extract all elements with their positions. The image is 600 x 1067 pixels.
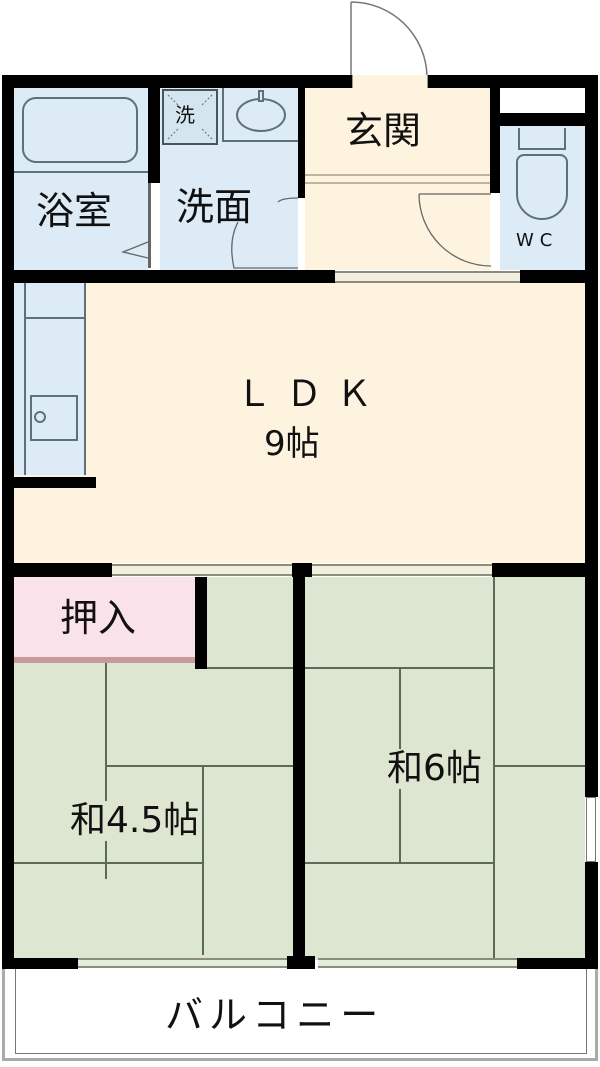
tatami-seam [202, 765, 204, 955]
washroom: 洗 洗面 [160, 88, 299, 270]
japanese-room-6: 和6帖 [305, 577, 585, 960]
toilet-label: WC [516, 230, 559, 251]
toilet-bowl-icon [516, 154, 568, 220]
entrance-step [305, 174, 490, 184]
entrance-inner-door-swing-icon [418, 193, 492, 267]
counter-edge [24, 283, 26, 475]
wall [2, 958, 78, 969]
entrance-door-opening[interactable] [352, 75, 428, 88]
washroom-door-swing-icon [231, 197, 299, 269]
wall [500, 113, 585, 126]
wall [428, 75, 598, 88]
tatami-seam [495, 765, 585, 767]
sink-counter [222, 88, 298, 142]
wall [2, 270, 335, 283]
wall [585, 862, 598, 968]
wall [195, 577, 207, 669]
room2-balcony-window[interactable] [318, 958, 518, 968]
room1-balcony-window[interactable] [78, 958, 290, 968]
wall [2, 563, 112, 577]
stove-divider [24, 317, 84, 319]
entrance-door-swing-icon [350, 1, 428, 77]
kitchen-counter [14, 283, 86, 475]
faucet-icon [258, 90, 264, 102]
japanese-room-2-label: 和6帖 [387, 748, 482, 789]
sink-icon [236, 98, 286, 132]
storage-shelf [502, 88, 585, 113]
wall [492, 563, 598, 577]
wall [298, 88, 305, 198]
toilet: WC [500, 126, 585, 270]
ldk-room1-sliding-door[interactable] [112, 564, 292, 576]
wall [148, 88, 160, 183]
wall [585, 75, 598, 797]
bathtub-edge [14, 171, 148, 173]
tatami-seam [105, 765, 293, 767]
tatami-seam [305, 862, 495, 864]
side-window [586, 797, 596, 862]
wall [517, 958, 598, 969]
bathroom-label: 浴室 [36, 189, 113, 233]
drain-icon [34, 411, 46, 423]
tatami-seam [14, 862, 204, 864]
wall [490, 88, 500, 193]
balcony-label: バルコニー [165, 993, 385, 1037]
entrance: 玄関 [305, 88, 492, 270]
tatami-seam [105, 663, 107, 879]
wall [148, 183, 151, 268]
ldk-entrance-sliding-door[interactable] [335, 271, 520, 283]
wall [293, 563, 305, 968]
toilet-tank-icon [518, 128, 566, 150]
closet-label: 押入 [60, 596, 137, 640]
ldk-label: ＬＤＫ [236, 374, 387, 415]
ldk: ＬＤＫ 9帖 [14, 283, 585, 563]
washer-label: 洗 [175, 103, 195, 127]
ldk-room2-sliding-door[interactable] [312, 564, 492, 576]
wall [2, 75, 352, 88]
closet: 押入 [14, 577, 195, 663]
wall [520, 270, 598, 283]
washer-space: 洗 [162, 89, 218, 145]
washroom-label: 洗面 [176, 185, 253, 229]
tatami-seam [493, 577, 495, 960]
japanese-room-1-label: 和4.5帖 [70, 800, 200, 841]
bathtub-icon [22, 97, 138, 163]
tatami-seam [204, 667, 293, 669]
ldk-size: 9帖 [264, 424, 320, 464]
wall [14, 477, 96, 488]
kitchen-sink-icon [30, 395, 78, 441]
balcony-railing [15, 966, 587, 1054]
balcony: バルコニー [2, 966, 598, 1061]
wall [2, 75, 14, 968]
bathroom-door-icon [120, 241, 149, 259]
wall [287, 956, 315, 969]
entrance-label: 玄関 [345, 109, 422, 153]
bathroom: 浴室 [14, 88, 149, 270]
